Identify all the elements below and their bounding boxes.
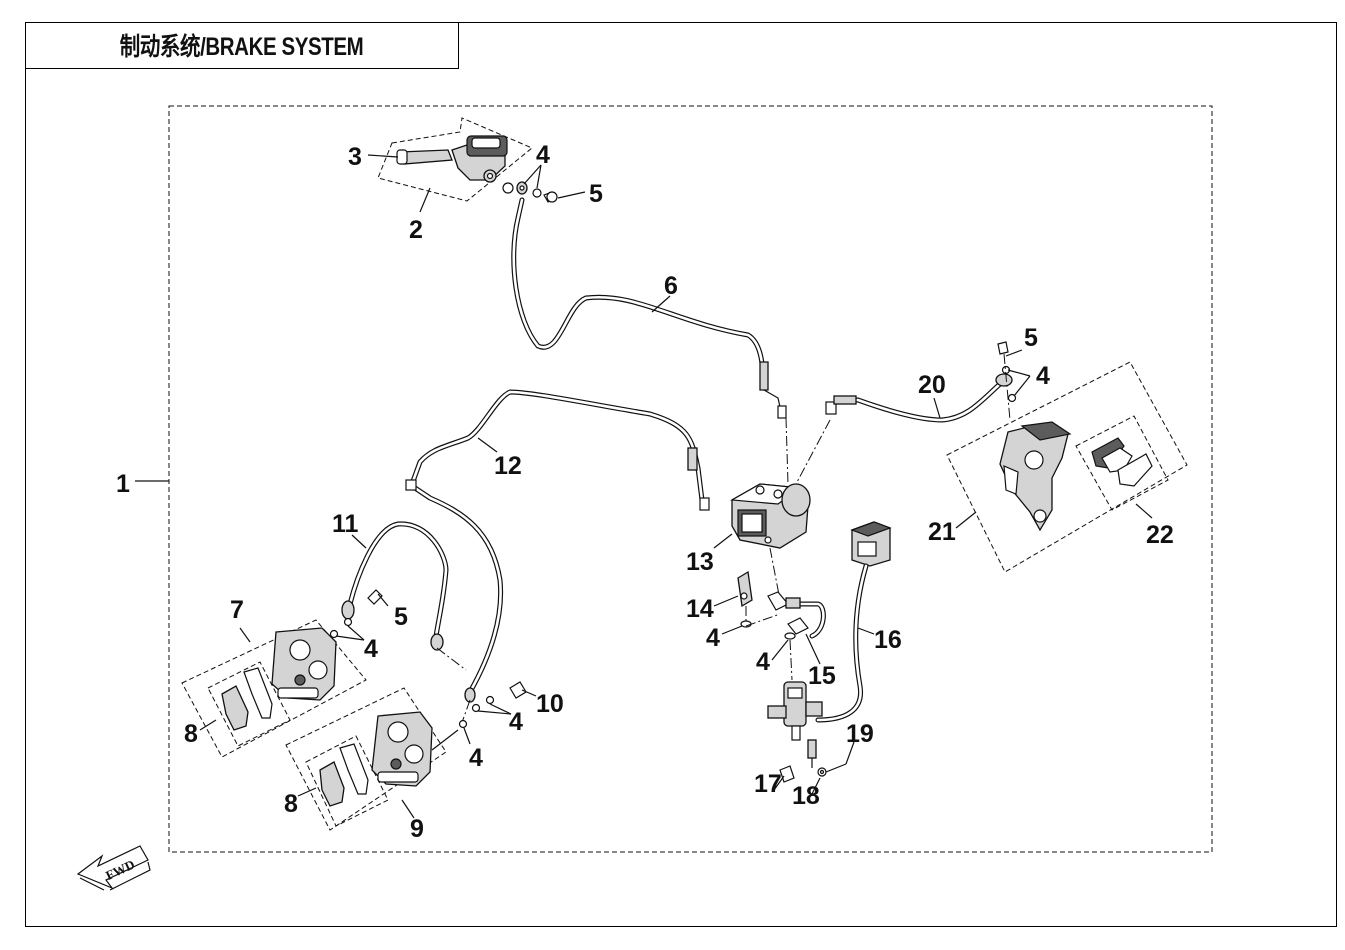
- callout-19: 19: [846, 720, 874, 748]
- callout-4a: 4: [536, 141, 550, 169]
- drawing-frame: [25, 22, 1337, 927]
- hose-10: [409, 483, 504, 695]
- leader-6: [651, 295, 671, 313]
- leader-8a: [199, 719, 217, 731]
- callout-5b: 5: [1024, 324, 1038, 352]
- leader-5b: [1005, 349, 1023, 357]
- rear-master-cylinder: [767, 681, 823, 768]
- rear-caliper-21: [946, 361, 1188, 573]
- callout-5c: 5: [394, 603, 408, 631]
- hose-16: [815, 563, 869, 723]
- callout-22: 22: [1146, 521, 1174, 549]
- leader-4g: [771, 639, 789, 661]
- leader-11: [351, 534, 367, 549]
- leader-15: [805, 633, 821, 665]
- leader-17: [773, 775, 785, 791]
- leader-4f: [721, 625, 743, 635]
- callout-13: 13: [686, 548, 714, 576]
- leader-10: [521, 689, 537, 697]
- leader-4d: [463, 727, 471, 745]
- callout-10: 10: [536, 690, 564, 718]
- leader-4a2: [536, 164, 542, 189]
- leader-5a: [557, 191, 586, 199]
- assembly-boundary: [168, 105, 1213, 853]
- leader-4c: [489, 703, 512, 715]
- leader-2: [419, 187, 431, 213]
- callout-7: 7: [230, 596, 244, 624]
- leader-4b: [347, 625, 365, 641]
- callout-4d: 4: [469, 744, 483, 772]
- reservoir-16: [850, 521, 892, 567]
- leader-21: [955, 511, 977, 529]
- callout-16: 16: [874, 626, 902, 654]
- leader-19: [845, 741, 855, 765]
- leader-4a: [523, 164, 542, 185]
- page-title: 制动系统/BRAKE SYSTEM: [119, 33, 364, 61]
- callout-1: 1: [116, 470, 130, 498]
- callout-18: 18: [792, 782, 820, 810]
- hose-12: [409, 389, 705, 503]
- callout-4f: 4: [706, 624, 720, 652]
- callout-15: 15: [808, 662, 836, 690]
- fwd-arrow-icon: FWD: [76, 845, 151, 891]
- caliper-7: [181, 619, 367, 758]
- title-block: 制动系统/BRAKE SYSTEM: [25, 22, 459, 69]
- hose-6: [511, 197, 767, 381]
- callout-4g: 4: [756, 648, 770, 676]
- callout-labels: 1 2 3 4 5 6 7 8 8 9 10 11 12 13 14 15 16…: [116, 141, 1174, 843]
- callout-9: 9: [410, 815, 424, 843]
- leader-14: [713, 595, 739, 607]
- pad-set-8a: [207, 661, 291, 747]
- leader-22: [1135, 503, 1153, 519]
- callout-8b: 8: [284, 790, 298, 818]
- callout-14: 14: [686, 595, 714, 623]
- pad-set-22: [1075, 415, 1169, 511]
- abs-modulator-13: [730, 483, 811, 549]
- leader-20: [933, 397, 941, 419]
- callout-20: 20: [918, 371, 946, 399]
- callout-6: 6: [664, 272, 678, 300]
- leader-3: [367, 154, 399, 158]
- callout-8a: 8: [184, 720, 198, 748]
- master-cylinder-group: [377, 117, 533, 202]
- callout-12: 12: [494, 452, 522, 480]
- callout-2: 2: [409, 216, 423, 244]
- callout-4b: 4: [364, 635, 378, 663]
- leader-4e: [1007, 369, 1031, 377]
- callout-17: 17: [754, 770, 782, 798]
- callout-11: 11: [332, 510, 359, 538]
- banjo-top: [502, 181, 558, 203]
- callout-3: 3: [348, 143, 362, 171]
- leader-8b: [297, 787, 317, 797]
- leader-16: [857, 627, 875, 635]
- bracket-14: [737, 570, 753, 608]
- leader-13: [713, 533, 733, 549]
- callout-4c: 4: [509, 708, 523, 736]
- callout-5a: 5: [589, 180, 603, 208]
- pad-set-8b: [305, 735, 389, 827]
- leader-18: [811, 777, 821, 795]
- leader-12: [477, 437, 498, 453]
- callout-4e: 4: [1036, 362, 1050, 390]
- callout-21: 21: [928, 518, 956, 546]
- caliper-9: [285, 687, 447, 831]
- leader-9: [401, 799, 415, 819]
- leader-7: [239, 627, 251, 643]
